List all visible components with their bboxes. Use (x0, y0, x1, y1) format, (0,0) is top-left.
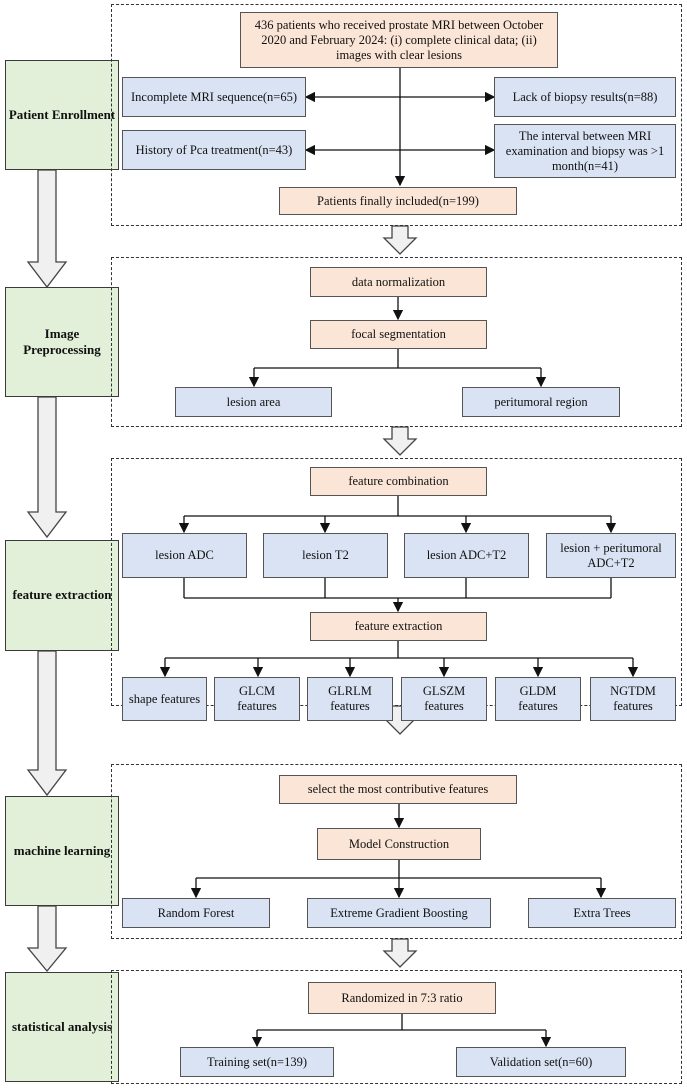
feature-extraction-box: feature extraction (310, 612, 487, 641)
stage-label: statistical analysis (11, 1018, 113, 1034)
box-text: GLCM features (237, 684, 277, 713)
stage-label: machine learning (13, 842, 111, 858)
box-text: NGTDM features (610, 684, 656, 713)
randomization-box: Randomized in 7:3 ratio (308, 982, 496, 1014)
stage-label: Image Preprocessing (23, 325, 101, 357)
panel-extraction (111, 458, 682, 706)
box-text: GLDM features (518, 684, 558, 713)
box-text: focal segmentation (351, 327, 446, 341)
feature-glszm: GLSZM features (401, 677, 487, 721)
box-text: Patients finally included(n=199) (317, 193, 479, 208)
feature-selection-box: select the most contributive features (279, 775, 517, 804)
panel-machine-learning (111, 764, 682, 939)
box-text: select the most contributive features (307, 782, 489, 796)
box-text: 436 patients who received prostate MRI b… (254, 17, 544, 62)
focal-segmentation-box: focal segmentation (310, 320, 487, 349)
model-construction-box: Model Construction (317, 828, 481, 860)
panel-preprocessing (111, 257, 682, 427)
model-random-forest: Random Forest (122, 898, 270, 928)
training-set-box: Training set(n=139) (180, 1047, 334, 1077)
stage-label: feature extraction (12, 587, 112, 603)
box-text: Training set(n=139) (207, 1054, 307, 1069)
stage-machine-learning: machine learning (5, 796, 119, 906)
feature-ngtdm: NGTDM features (590, 677, 676, 721)
box-text: Model Construction (348, 836, 450, 851)
data-normalization-box: data normalization (310, 267, 487, 297)
feature-glcm: GLCM features (214, 677, 300, 721)
model-extra-trees: Extra Trees (528, 898, 676, 928)
box-text: lesion ADC (155, 548, 214, 562)
box-text: GLSZM features (422, 684, 466, 713)
box-text: lesion area (226, 394, 281, 409)
validation-set-box: Validation set(n=60) (456, 1047, 626, 1077)
exclusion-no-biopsy: Lack of biopsy results(n=88) (494, 77, 676, 117)
stage-patient-enrollment: Patient Enrollment (5, 60, 119, 170)
panel-enrollment (111, 4, 682, 226)
feature-combination-box: feature combination (310, 467, 487, 496)
box-text: lesion ADC+T2 (426, 548, 507, 562)
box-text: lesion T2 (302, 548, 349, 562)
peritumoral-region-box: peritumoral region (462, 387, 620, 417)
box-text: The interval between MRI examination and… (505, 128, 665, 173)
box-text: feature combination (348, 474, 449, 488)
exclusion-incomplete-mri: Incomplete MRI sequence(n=65) (122, 77, 306, 117)
stage-statistical-analysis: statistical analysis (5, 972, 119, 1082)
box-text: Extreme Gradient Boosting (330, 905, 468, 920)
box-text: feature extraction (354, 619, 443, 633)
box-text: Incomplete MRI sequence(n=65) (130, 89, 298, 104)
box-text: shape features (128, 691, 201, 706)
stage-image-preprocessing: Image Preprocessing (5, 287, 119, 397)
combo-lesion-adc-t2: lesion ADC+T2 (404, 533, 529, 578)
box-text: lesion + peritumoral ADC+T2 (560, 540, 662, 570)
box-text: Random Forest (157, 905, 235, 920)
box-text: data normalization (351, 274, 446, 289)
stage-flow-arrows (26, 169, 68, 973)
combo-lesion-peritumoral: lesion + peritumoral ADC+T2 (546, 533, 676, 578)
box-text: GLRLM features (328, 684, 372, 713)
patients-included-box: Patients finally included(n=199) (279, 187, 517, 215)
panel-statistics (111, 970, 682, 1084)
initial-cohort-box: 436 patients who received prostate MRI b… (240, 12, 558, 68)
combo-lesion-t2: lesion T2 (263, 533, 388, 578)
feature-shape: shape features (122, 677, 207, 721)
combo-lesion-adc: lesion ADC (122, 533, 247, 578)
feature-gldm: GLDM features (495, 677, 581, 721)
stage-label: Patient Enrollment (8, 106, 116, 122)
lesion-area-box: lesion area (175, 387, 332, 417)
stage-feature-extraction: feature extraction (5, 540, 119, 651)
feature-glrlm: GLRLM features (307, 677, 393, 721)
model-xgboost: Extreme Gradient Boosting (307, 898, 491, 928)
box-text: Validation set(n=60) (489, 1054, 593, 1069)
box-text: peritumoral region (494, 394, 588, 409)
box-text: Lack of biopsy results(n=88) (512, 89, 658, 104)
box-text: History of Pca treatment(n=43) (135, 142, 293, 157)
exclusion-pca-treatment: History of Pca treatment(n=43) (122, 130, 306, 170)
box-text: Extra Trees (573, 905, 631, 920)
box-text: Randomized in 7:3 ratio (341, 990, 463, 1005)
exclusion-interval: The interval between MRI examination and… (494, 124, 676, 178)
